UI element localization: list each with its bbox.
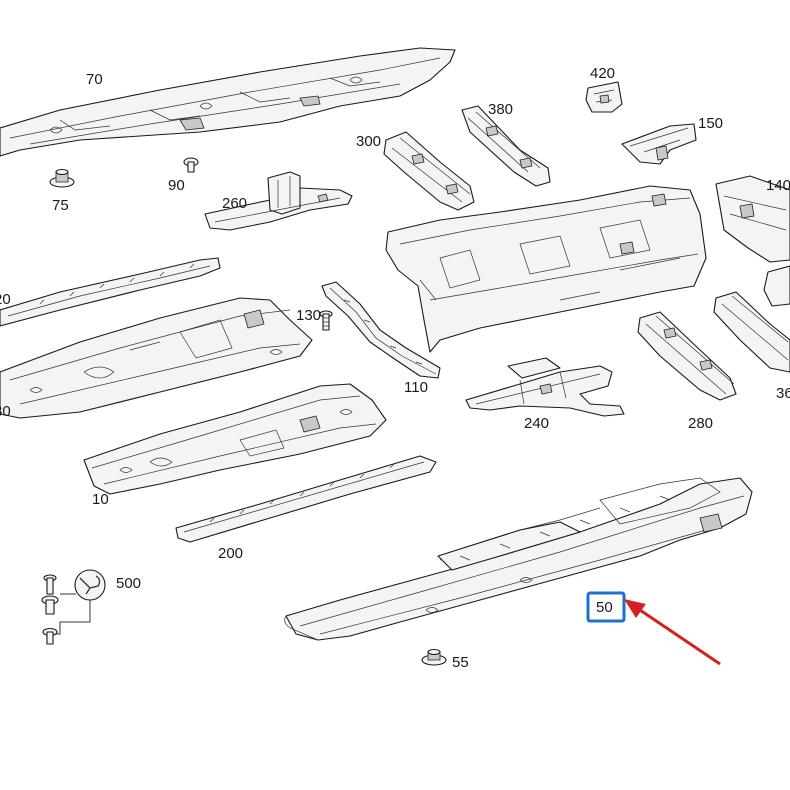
callout-280: 280	[688, 415, 713, 432]
callout-150: 150	[698, 115, 723, 132]
part-300[interactable]	[383, 131, 475, 211]
part-bulkhead[interactable]	[385, 185, 707, 353]
callout-55: 55	[452, 654, 469, 671]
part-360[interactable]	[713, 265, 790, 373]
callout-260: 260	[222, 195, 247, 212]
part-380[interactable]	[461, 105, 551, 187]
part-75[interactable]	[49, 168, 75, 188]
part-10[interactable]	[83, 383, 387, 495]
red-arrow-icon	[624, 599, 721, 666]
part-55[interactable]	[421, 648, 447, 666]
callout-70: 70	[86, 71, 103, 88]
callout-10: 10	[92, 491, 109, 508]
callout-200: 200	[218, 545, 243, 562]
callout-130: 130	[296, 307, 321, 324]
part-50[interactable]	[284, 477, 753, 641]
callout-140: 140	[766, 177, 790, 194]
part-280[interactable]	[637, 311, 737, 401]
callout-20: 20	[0, 291, 11, 308]
callout-420: 420	[590, 65, 615, 82]
callout-300: 300	[356, 133, 381, 150]
part-150[interactable]	[621, 123, 697, 165]
part-240[interactable]	[465, 357, 625, 417]
callout-360: 36	[776, 385, 790, 402]
callout-75: 75	[52, 197, 69, 214]
part-70[interactable]	[0, 47, 456, 157]
part-110[interactable]	[321, 281, 441, 379]
part-130[interactable]	[319, 310, 333, 331]
part-20[interactable]	[0, 257, 221, 327]
callout-110: 110	[404, 379, 428, 396]
callout-380: 380	[488, 101, 513, 118]
part-30[interactable]	[0, 297, 313, 419]
part-420[interactable]	[585, 81, 623, 113]
part-90[interactable]	[183, 157, 199, 173]
part-260[interactable]	[204, 171, 353, 231]
callout-50-highlight-box	[586, 591, 626, 623]
part-140[interactable]	[715, 175, 790, 263]
callout-240: 240	[524, 415, 549, 432]
part-200[interactable]	[175, 455, 437, 543]
callout-500: 500	[116, 575, 141, 592]
callout-30: 30	[0, 403, 11, 420]
callout-50[interactable]: 50	[596, 599, 613, 616]
part-500[interactable]	[41, 569, 106, 645]
callout-90: 90	[168, 177, 185, 194]
